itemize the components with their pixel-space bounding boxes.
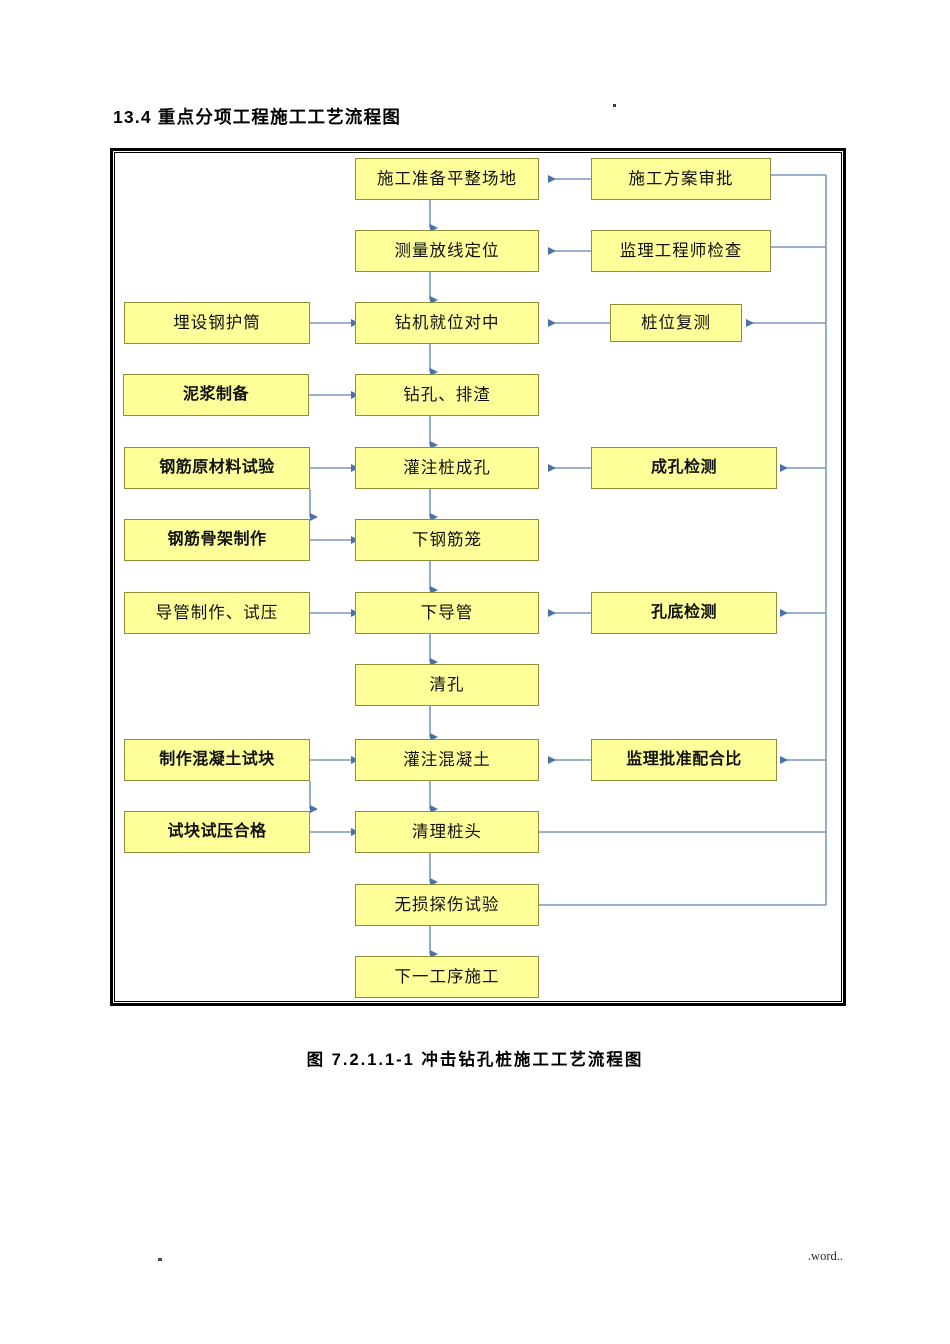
ink-artifact-bottom: [158, 1258, 162, 1261]
flow-node-n11: 灌注桩成孔: [355, 447, 539, 489]
flow-node-n12: 成孔检测: [591, 447, 777, 489]
flow-node-n10: 钢筋原材料试验: [124, 447, 310, 489]
flowchart-connectors: [309, 174, 827, 958]
flow-node-n20: 灌注混凝土: [355, 739, 539, 781]
flow-node-n4: 监理工程师检查: [591, 230, 771, 272]
flow-node-n21: 监理批准配合比: [591, 739, 777, 781]
page-footer: .word..: [807, 1249, 843, 1263]
flow-node-n18: 清孔: [355, 664, 539, 706]
flow-node-n8: 泥浆制备: [123, 374, 309, 416]
flow-node-n19: 制作混凝土试块: [124, 739, 310, 781]
diagram-frame-outer: [110, 148, 846, 1006]
flow-node-n23: 清理桩头: [355, 811, 539, 853]
flow-node-n5: 埋设钢护筒: [124, 302, 310, 344]
flow-node-n15: 导管制作、试压: [124, 592, 310, 634]
flow-node-n17: 孔底检测: [591, 592, 777, 634]
flow-node-n13: 钢筋骨架制作: [124, 519, 310, 561]
flow-node-n6: 钻机就位对中: [355, 302, 539, 344]
flow-node-n22: 试块试压合格: [124, 811, 310, 853]
flow-node-n1: 施工准备平整场地: [355, 158, 539, 200]
flow-node-n3: 测量放线定位: [355, 230, 539, 272]
flow-node-n25: 下一工序施工: [355, 956, 539, 998]
flow-node-n9: 钻孔、排渣: [355, 374, 539, 416]
figure-caption: 图 7.2.1.1-1 冲击钻孔桩施工工艺流程图: [306, 1051, 644, 1069]
ink-artifact-top: [613, 104, 616, 107]
flow-node-n7: 桩位复测: [610, 304, 742, 342]
flow-node-n14: 下钢筋笼: [355, 519, 539, 561]
flow-node-n24: 无损探伤试验: [355, 884, 539, 926]
flow-node-n16: 下导管: [355, 592, 539, 634]
flow-node-n2: 施工方案审批: [591, 158, 771, 200]
page-title: 13.4 重点分项工程施工工艺流程图: [113, 107, 402, 127]
